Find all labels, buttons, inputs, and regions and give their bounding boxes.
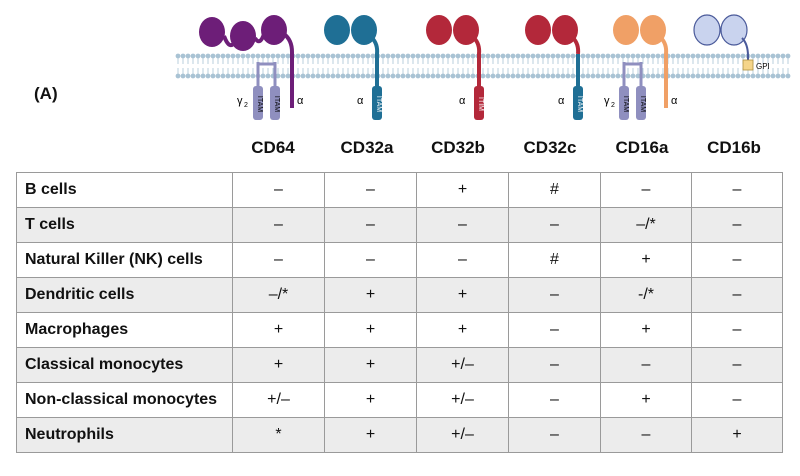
expression-cell-cd64: * [232,417,325,453]
row-label: Classical monocytes [16,347,233,383]
expression-cell-cd32c: # [508,172,601,208]
expression-cell-cd32b: + [416,277,509,313]
expression-cell-cd32b: +/– [416,382,509,418]
fc-receptor-diagram: ITAM ITAM γ 2 α ITAM α ITIM α ITAM α [175,14,791,120]
table-row-dendritic-cells: Dendritic cells–/*++–-/*– [16,277,783,313]
expression-cell-cd32c: – [508,277,601,313]
table-row-b-cells: B cells––+#–– [16,172,783,208]
expression-cell-cd16a: –/* [600,207,692,243]
expression-cell-cd16b: – [691,277,783,313]
cd32a-itam-label: ITAM [375,96,382,112]
row-label: Natural Killer (NK) cells [16,242,233,278]
expression-cell-cd64: – [232,207,325,243]
expression-cell-cd16a: + [600,382,692,418]
row-label: Macrophages [16,312,233,348]
expression-cell-cd64: +/– [232,382,325,418]
expression-cell-cd64: –/* [232,277,325,313]
cd16a-itam-label-1: ITAM [622,96,629,112]
expression-cell-cd16a: – [600,172,692,208]
column-header-cd32a: CD32a [340,138,394,157]
expression-cell-cd32a: – [324,207,417,243]
column-header-cd16a: CD16a [615,138,669,157]
expression-cell-cd32b: +/– [416,347,509,383]
cd16b-receptor: GPI [693,14,770,71]
row-label: Dendritic cells [16,277,233,313]
cd32b-itim-label: ITIM [477,97,484,111]
expression-cell-cd16a: – [600,417,692,453]
cd16a-itam-label-2: ITAM [639,96,646,112]
expression-cell-cd16b: – [691,382,783,418]
cd16a-receptor: ITAM ITAM γ 2 α [604,15,678,120]
row-label: T cells [16,207,233,243]
table-row-non-classical-monocytes: Non-classical monocytes+/–++/––+– [16,382,783,418]
expression-cell-cd32a: + [324,277,417,313]
column-header-cd64: CD64 [251,138,295,157]
cd64-itam-label-2: ITAM [273,96,280,112]
expression-cell-cd32b: + [416,172,509,208]
expression-cell-cd32c: – [508,312,601,348]
cd64-alpha-label: α [297,95,304,107]
expression-cell-cd32c: – [508,382,601,418]
expression-cell-cd32a: – [324,172,417,208]
expression-cell-cd32b: + [416,312,509,348]
expression-cell-cd32b: – [416,242,509,278]
expression-cell-cd16b: – [691,207,783,243]
cd32b-alpha-label: α [459,95,466,107]
cd32c-itam-label: ITAM [576,96,583,112]
cd64-itam-label-1: ITAM [256,96,263,112]
gpi-label: GPI [756,62,770,71]
expression-cell-cd32a: + [324,382,417,418]
expression-cell-cd16b: – [691,172,783,208]
cd16a-alpha-label: α [671,95,678,107]
cd32a-alpha-label: α [357,95,364,107]
cd16a-gamma-subscript: 2 [611,102,615,109]
expression-cell-cd32a: – [324,242,417,278]
table-row-macrophages: Macrophages+++–+– [16,312,783,348]
expression-cell-cd32c: – [508,207,601,243]
expression-cell-cd16a: + [600,312,692,348]
expression-cell-cd32a: + [324,417,417,453]
expression-cell-cd32c: – [508,347,601,383]
expression-cell-cd16a: -/* [600,277,692,313]
expression-cell-cd64: – [232,242,325,278]
expression-cell-cd16b: – [691,312,783,348]
cd16a-gamma-label: γ [604,95,610,107]
cd64-receptor: ITAM ITAM γ 2 α [199,15,304,120]
expression-cell-cd32a: + [324,347,417,383]
column-header-cd16b: CD16b [707,138,761,157]
row-label: B cells [16,172,233,208]
table-row-t-cells: T cells–––––/*– [16,207,783,243]
expression-cell-cd32c: – [508,417,601,453]
table-row-neutrophils: Neutrophils*++/–––+ [16,417,783,453]
expression-cell-cd32c: # [508,242,601,278]
expression-cell-cd16b: + [691,417,783,453]
cd32b-receptor: ITIM α [426,15,484,120]
expression-cell-cd16a: + [600,242,692,278]
table-row-classical-monocytes: Classical monocytes+++/–––– [16,347,783,383]
cell-membrane [175,53,791,79]
expression-cell-cd64: – [232,172,325,208]
table-row-natural-killer-nk-cells: Natural Killer (NK) cells–––#+– [16,242,783,278]
expression-cell-cd64: + [232,347,325,383]
expression-cell-cd32b: – [416,207,509,243]
panel-label: (A) [34,84,58,103]
expression-table: B cells––+#––T cells–––––/*–Natural Kill… [16,172,783,453]
gpi-anchor [742,59,754,71]
expression-cell-cd32a: + [324,312,417,348]
row-label: Non-classical monocytes [16,382,233,418]
cd64-gamma-label: γ [237,95,243,107]
cd64-gamma-subscript: 2 [244,102,248,109]
expression-cell-cd16b: – [691,242,783,278]
column-header-cd32b: CD32b [431,138,485,157]
cd32a-receptor: ITAM α [324,15,382,120]
column-header-cd32c: CD32c [523,138,577,157]
cd32c-alpha-label: α [558,95,565,107]
expression-cell-cd32b: +/– [416,417,509,453]
expression-cell-cd16a: – [600,347,692,383]
row-label: Neutrophils [16,417,233,453]
cd32c-receptor: ITAM α [525,15,583,120]
expression-cell-cd16b: – [691,347,783,383]
expression-cell-cd64: + [232,312,325,348]
